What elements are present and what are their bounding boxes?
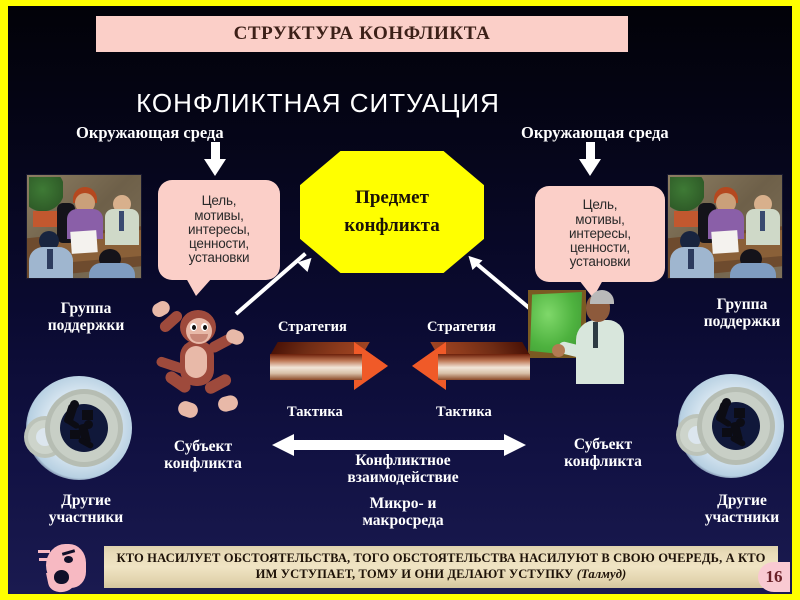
quote-text: КТО НАСИЛУЕТ ОБСТОЯТЕЛЬСТВА, ТОГО ОБСТОЯ… — [116, 551, 766, 581]
monkey-icon — [149, 298, 250, 434]
support-group-label-left: Группа поддержки — [47, 300, 125, 335]
support-group-label-right: Группа поддержки — [703, 296, 781, 331]
tactic-label-right: Тактика — [436, 404, 492, 420]
micro-macro-environment-label: Микро- и макросреда — [362, 495, 444, 530]
page-title: СТРУКТУРА КОНФЛИКТА — [233, 23, 491, 44]
other-participants-label-right: Другие участники — [704, 492, 780, 527]
slide-subtitle: КОНФЛИКТНАЯ СИТУАЦИЯ — [136, 88, 500, 118]
callout-left-text: Цель, мотивы, интересы, ценности, устано… — [188, 193, 250, 266]
slide-title-bar: СТРУКТУРА КОНФЛИКТА — [96, 16, 628, 52]
meeting-photo-left — [26, 174, 142, 279]
conflict-subject-shape: Предмет конфликта — [300, 151, 484, 273]
strategy-arrow-left-to-right — [270, 342, 392, 390]
gear-people-icon-right — [678, 374, 784, 478]
environment-label-right: Окружающая среда — [521, 123, 669, 142]
meeting-photo-right — [667, 174, 783, 279]
strategy-label-right: Стратегия — [427, 319, 496, 335]
callout-tail-left — [186, 278, 212, 296]
subject-label-left: Субъект конфликта — [164, 438, 242, 473]
callout-goals-left: Цель, мотивы, интересы, ценности, устано… — [158, 180, 280, 296]
down-arrow-icon-left — [204, 142, 226, 176]
diagonal-arrow-icon-left — [234, 252, 336, 318]
double-headed-arrow-icon — [272, 434, 526, 456]
conflict-interaction-label: Конфликтное взаимодействие — [347, 452, 459, 487]
callout-goals-right: Цель, мотивы, интересы, ценности, устано… — [535, 186, 665, 298]
environment-label-left: Окружающая среда — [76, 123, 224, 142]
strategy-arrow-right-to-left — [408, 342, 530, 390]
gear-people-icon-left — [26, 376, 132, 480]
slide-number-badge: 16 — [758, 562, 790, 592]
quote-bar: КТО НАСИЛУЕТ ОБСТОЯТЕЛЬСТВА, ТОГО ОБСТОЯ… — [104, 546, 778, 588]
conflict-subject-line1: Предмет — [355, 187, 429, 208]
quote-text-wrapper: КТО НАСИЛУЕТ ОБСТОЯТЕЛЬСТВА, ТОГО ОБСТОЯ… — [114, 551, 768, 583]
slide-canvas: СТРУКТУРА КОНФЛИКТА КОНФЛИКТНАЯ СИТУАЦИЯ… — [8, 6, 792, 594]
subject-label-right: Субъект конфликта — [564, 436, 642, 471]
conflict-subject-line2: конфликта — [344, 215, 440, 236]
other-participants-label-left: Другие участники — [48, 492, 124, 527]
teacher-at-board-icon — [528, 278, 632, 410]
down-arrow-icon-right — [579, 142, 601, 176]
shouting-face-icon — [38, 542, 94, 594]
tactic-label-left: Тактика — [287, 404, 343, 420]
quote-source: (Талмуд) — [576, 567, 627, 581]
callout-right-text: Цель, мотивы, интересы, ценности, устано… — [569, 197, 631, 270]
strategy-label-left: Стратегия — [278, 319, 347, 335]
